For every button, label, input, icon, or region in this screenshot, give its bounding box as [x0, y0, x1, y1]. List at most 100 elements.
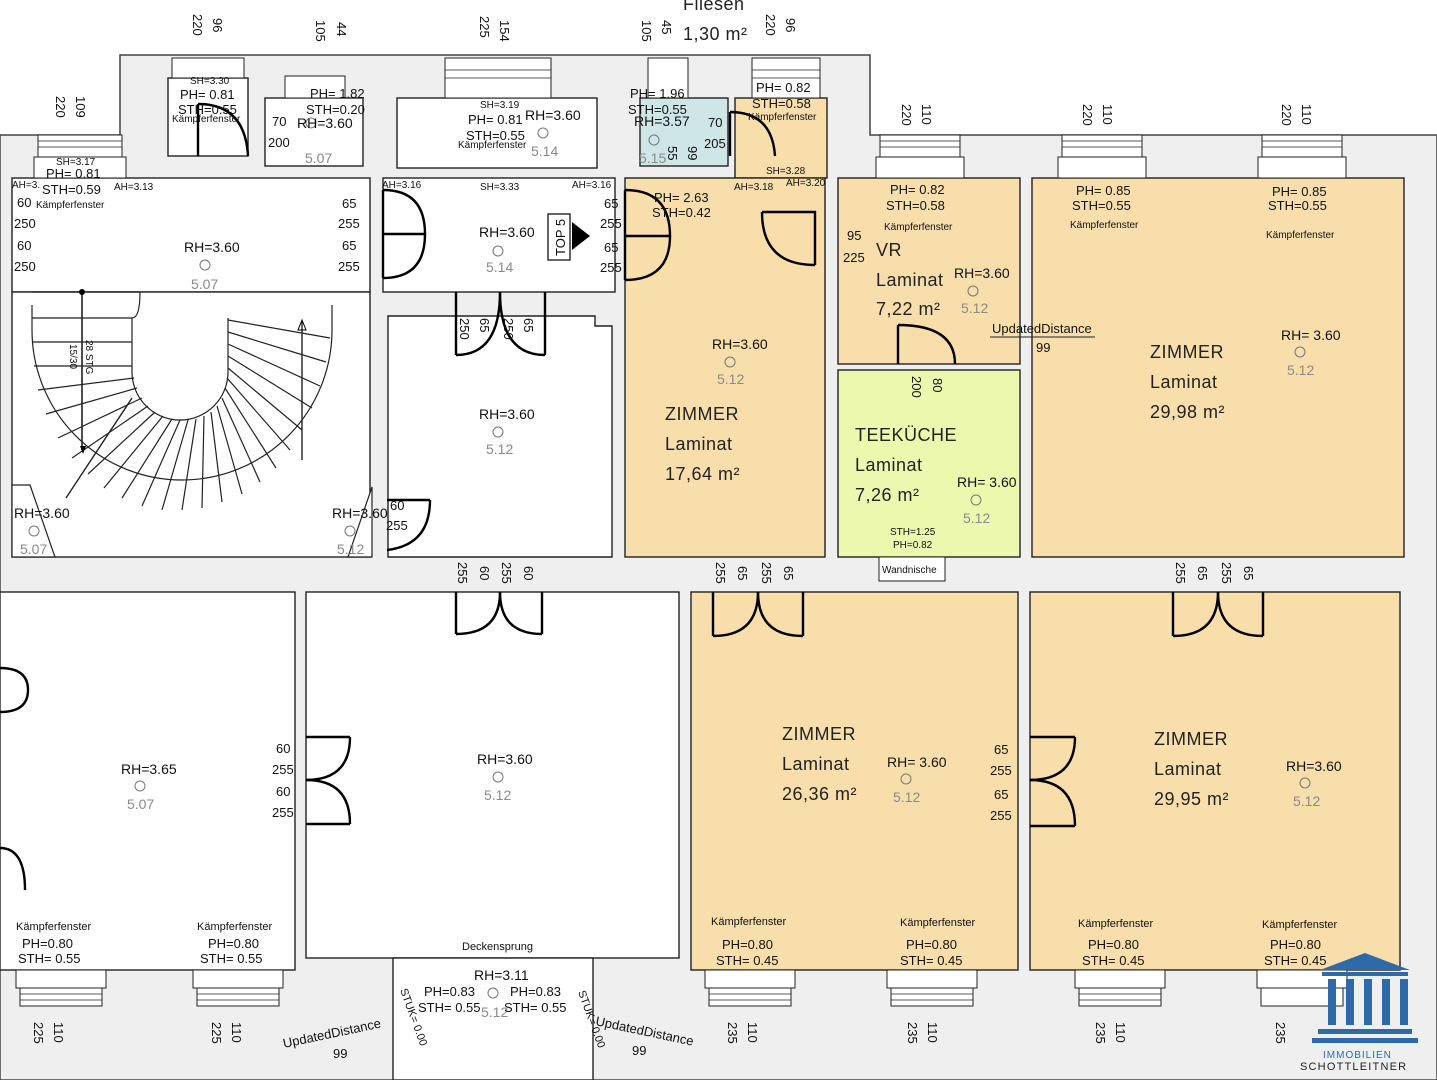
plan-annotation: 255 [759, 562, 774, 584]
plan-annotation: STH=0.20 [306, 102, 365, 117]
room-teekueche: TEEKÜCHE Laminat 7,26 m² RH= 3.60 5.12 [855, 425, 1017, 526]
plan-annotation: PH=0.80 [22, 936, 73, 951]
room-vr: VR Laminat 7,22 m² RH=3.60 5.12 [876, 240, 1010, 319]
plan-annotation: PH= 0.85 [1272, 184, 1327, 199]
plan-annotation: STH=0.58 [886, 198, 945, 213]
room-zimmer-1: ZIMMER Laminat 17,64 m² RH=3.60 5.12 [665, 336, 768, 484]
room-floor: Laminat [665, 434, 733, 454]
plan-annotation: 255 [600, 216, 622, 231]
plan-annotation: STH= 0.55 [200, 951, 263, 966]
ceiling-height: RH=3.60 [1286, 758, 1342, 774]
plan-annotation: 255 [1173, 562, 1188, 584]
bottom-window-annotations: Kämpferfenster PH=0.80 STH= 0.55 Kämpfer… [16, 916, 1338, 968]
lvl-small-top: 5.07 [305, 150, 332, 166]
plan-annotation: 60 [390, 498, 404, 513]
plan-annotation: PH=0.80 [722, 937, 773, 952]
floor-level: 5.12 [1287, 362, 1314, 378]
room-area: 29,95 m² [1154, 789, 1229, 809]
plan-annotation: 60 [17, 195, 31, 210]
room-name: TEEKÜCHE [855, 425, 957, 445]
room-zimmer-3: ZIMMER Laminat 26,36 m² RH= 3.60 5.12 [782, 724, 947, 805]
lvl-big-left: 5.07 [127, 796, 154, 812]
plan-annotation: STH=0.55 [466, 128, 525, 143]
top5-label: TOP 5 [553, 219, 568, 256]
room-name: ZIMMER [1150, 342, 1224, 362]
plan-annotation: 225 [477, 16, 492, 38]
plan-annotation: PH= 2.63 [654, 190, 709, 205]
plan-annotation: AH=3.16 [382, 180, 422, 191]
plan-annotation: 65 [735, 566, 750, 580]
plan-annotation: PH=0.83 [424, 984, 475, 999]
plan-annotation: PH= 0.81 [468, 112, 523, 127]
plan-annotation: STH=0.55 [628, 102, 687, 117]
plan-annotation: Kämpferfenster [1266, 230, 1335, 241]
unlabeled-room-heights: RH=3.60 5.07 RH=3.60 5.14 RH=3.60 5.12 R… [14, 107, 690, 1020]
rh-stor-top: RH=3.60 [525, 107, 581, 123]
floor-level: 5.12 [717, 371, 744, 387]
room-area: 7,26 m² [855, 485, 920, 505]
lvl-bay: 5.12 [481, 1004, 508, 1020]
plan-annotation: 65 [604, 240, 618, 255]
rh-stair-left: RH=3.60 [14, 505, 70, 521]
plan-annotation: 110 [925, 1022, 940, 1043]
plan-annotation: PH= 0.81 [180, 87, 235, 102]
room-name: ZIMMER [665, 404, 739, 424]
plan-annotation: Kämpferfenster [1070, 220, 1139, 231]
plan-annotation: 99 [333, 1046, 347, 1061]
deckensprung-label: Deckensprung [462, 941, 533, 953]
plan-annotation: 70 [708, 115, 722, 130]
plan-annotation: 255 [338, 259, 360, 274]
plan-annotation: 65 [342, 196, 356, 211]
room-floor: Laminat [855, 455, 923, 475]
plan-annotation: STH=1.25 [890, 527, 936, 538]
plan-annotation: 110 [1299, 104, 1314, 125]
plan-annotation: 105 [313, 20, 328, 42]
plan-annotation: PH=0.80 [1088, 937, 1139, 952]
logo-line1: IMMOBILIEN [1323, 1050, 1392, 1061]
plan-annotation: 65 [1195, 566, 1210, 580]
lvl-stor-top: 5.14 [531, 143, 558, 159]
plan-annotation: 255 [990, 808, 1012, 823]
plan-annotation: Kämpferfenster [36, 200, 105, 211]
plan-annotation: PH=0.80 [906, 937, 957, 952]
plan-annotation: 250 [501, 318, 516, 340]
plan-annotation: STH=0.55 [1268, 198, 1327, 213]
plan-annotation: Kämpferfenster [711, 916, 787, 928]
door-swings [0, 102, 1265, 891]
plan-annotation: AH=3.16 [572, 180, 612, 191]
rh-bay: RH=3.11 [474, 967, 529, 983]
top-window-dims: 220 109 220 96 105 44 225 154 105 45 220… [53, 14, 1314, 126]
plan-annotation: SH=3.19 [480, 100, 520, 111]
plan-annotation: Kämpferfenster [16, 921, 92, 933]
plan-annotation: STH= 0.55 [18, 951, 81, 966]
plan-annotation: STH=0.42 [652, 205, 711, 220]
plan-annotation: 220 [53, 96, 68, 118]
plan-annotation: STH= 0.45 [1082, 953, 1145, 968]
plan-annotation: PH=0.80 [1270, 937, 1321, 952]
plan-annotation: STH= 0.55 [418, 1000, 481, 1015]
wc-area-label: 1,30 m² [683, 24, 748, 44]
ceiling-height: RH= 3.60 [1281, 327, 1341, 343]
window-annotations: SH=3.17 PH= 0.81 STH=0.59 AH=3. AH=3.13 … [12, 76, 1335, 1050]
plan-annotation: SH=3.17 [56, 157, 96, 168]
plan-annotation: STH= 0.45 [716, 953, 779, 968]
lvl-room-mid: 5.12 [486, 441, 513, 457]
lvl-entry: 5.14 [486, 259, 513, 275]
plan-annotation: 110 [1100, 104, 1115, 125]
plan-annotation: 154 [497, 20, 512, 42]
stair-text: 28 STG [83, 340, 94, 375]
plan-annotation: STH= 0.45 [1264, 953, 1327, 968]
plan-annotation: 255 [600, 260, 622, 275]
plan-annotation: 235 [1273, 1022, 1288, 1044]
lvl-big-mid: 5.12 [484, 787, 511, 803]
plan-annotation: 65 [342, 238, 356, 253]
plan-annotation: 60 [276, 784, 290, 799]
plan-annotation: 109 [73, 96, 88, 118]
plan-annotation: STH= 0.55 [504, 1000, 567, 1015]
wc-floor [639, 97, 729, 167]
plan-annotation: 220 [190, 14, 205, 36]
plan-annotation: 99 [1036, 340, 1050, 355]
ceiling-height: RH= 3.60 [887, 754, 947, 770]
plan-annotation: AH=3.13 [114, 182, 154, 193]
plan-annotation: 220 [899, 104, 914, 126]
